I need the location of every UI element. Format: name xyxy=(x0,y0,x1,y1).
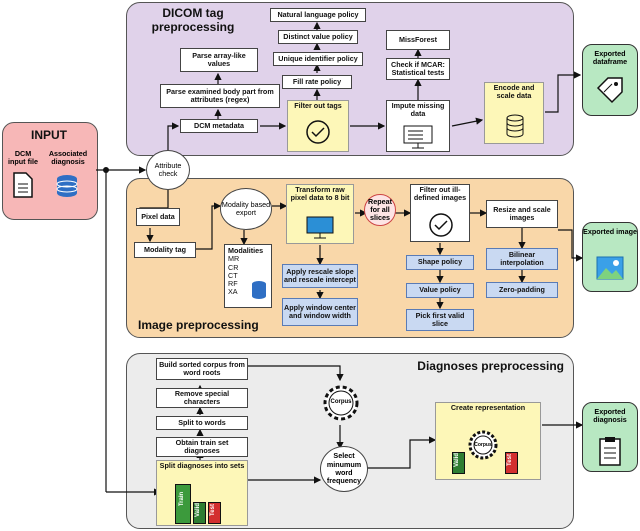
database-icon xyxy=(55,174,79,198)
shape-policy-box: Shape policy xyxy=(406,255,474,270)
dcm-metadata-box: DCM metadata xyxy=(180,119,258,133)
filter-tags-label: Filter out tags xyxy=(294,101,342,110)
dicom-title: DICOM tag preprocessing xyxy=(151,6,235,34)
impute-label: Impute missing data xyxy=(391,101,445,119)
rep-corpus-label: Corpus xyxy=(474,442,492,448)
rep-valid-label: Valid xyxy=(454,453,460,468)
modality-cr: CR xyxy=(228,262,239,272)
fill-rate-box: Fill rate policy xyxy=(282,75,352,89)
corpus-gear-icon xyxy=(320,382,362,424)
resize-box: Resize and scale images xyxy=(486,200,558,228)
corpus-label: Corpus xyxy=(330,399,352,405)
dcm-input-label: DCM input file xyxy=(8,149,38,167)
database-icon xyxy=(250,280,268,300)
diagnoses-title: Diagnoses preprocessing xyxy=(417,359,564,373)
filter-ill-box: Filter out ill-defined images xyxy=(410,184,470,242)
obtain-train-box: Obtain train set diagnoses xyxy=(156,437,248,457)
attribute-check-node: Attribute check xyxy=(146,150,190,190)
pixel-data-box: Pixel data xyxy=(136,208,180,226)
rep-test-bar xyxy=(505,452,518,474)
zero-padding-box: Zero-padding xyxy=(486,282,558,298)
split-sets-label: Split diagnoses into sets xyxy=(159,461,245,470)
encode-box: Encode and scale data xyxy=(484,82,544,144)
image-icon xyxy=(596,256,624,280)
rep-valid-bar xyxy=(452,452,465,474)
monitor-icon xyxy=(403,125,433,149)
split-words-box: Split to words xyxy=(156,416,248,430)
filter-ill-label: Filter out ill-defined images xyxy=(413,185,467,203)
transform-label: Transform raw pixel data to 8 bit xyxy=(290,185,350,203)
modality-export-node: Modality based export xyxy=(220,188,272,230)
rescale-box: Apply rescale slope and rescale intercep… xyxy=(282,264,358,288)
rep-gear-icon xyxy=(466,428,500,462)
input-panel xyxy=(2,122,98,220)
train-bar xyxy=(175,484,191,524)
repeat-node: Repeat for all slices xyxy=(364,194,396,226)
create-rep-label: Create representation xyxy=(450,403,526,412)
valid-label: Valid xyxy=(195,503,201,518)
modalities-title: Modalities xyxy=(228,246,264,255)
build-corpus-box: Build sorted corpus from word roots xyxy=(156,358,248,380)
repeat-label: Repeat for all slices xyxy=(368,196,392,223)
modality-ct: CT xyxy=(228,270,238,280)
modalities-box: Modalities MR CR CT RF XA xyxy=(224,244,272,308)
missforest-box: MissForest xyxy=(386,30,450,50)
database-icon xyxy=(505,114,525,138)
document-icon xyxy=(13,172,33,198)
input-title: INPUT xyxy=(31,128,67,142)
encode-label: Encode and scale data xyxy=(493,83,535,101)
unique-id-box: Unique identifier policy xyxy=(273,52,363,66)
check-circle-icon xyxy=(428,212,454,238)
modality-tag-box: Modality tag xyxy=(134,242,196,258)
bilinear-box: Bilinear interpolation xyxy=(486,248,558,270)
modality-xa: XA xyxy=(228,287,238,297)
rep-test-label: Test xyxy=(507,454,513,466)
exported-image-label: Exported image xyxy=(583,227,637,236)
train-label: Train xyxy=(179,491,185,507)
pick-slice-box: Pick first valid slice xyxy=(406,309,474,331)
mcar-box: Check if MCAR: Statistical tests xyxy=(386,58,450,80)
distinct-value-box: Distinct value policy xyxy=(278,30,358,44)
natural-language-box: Natural language policy xyxy=(270,8,366,22)
parse-body-box: Parse examined body part from attributes… xyxy=(160,84,280,108)
diagnosis-input-label: Associated diagnosis xyxy=(48,149,88,167)
tag-icon xyxy=(594,74,626,106)
test-label: Test xyxy=(210,504,216,516)
remove-chars-box: Remove special characters xyxy=(156,388,248,408)
check-circle-icon xyxy=(305,119,331,145)
parse-array-box: Parse array-like values xyxy=(180,48,258,72)
monitor-icon xyxy=(306,216,334,240)
clipboard-icon xyxy=(598,436,622,466)
exported-dataframe-label: Exported dataframe xyxy=(592,49,628,67)
modality-mr: MR xyxy=(228,254,240,264)
exported-diagnosis-label: Exported diagnosis xyxy=(593,407,627,425)
window-box: Apply window center and window width xyxy=(282,298,358,326)
value-policy-box: Value policy xyxy=(406,283,474,298)
modality-rf: RF xyxy=(228,279,238,289)
valid-bar xyxy=(193,502,206,524)
select-min-node: Select minumum word frequency xyxy=(320,446,368,492)
image-title: Image preprocessing xyxy=(138,318,259,332)
test-bar xyxy=(208,502,221,524)
